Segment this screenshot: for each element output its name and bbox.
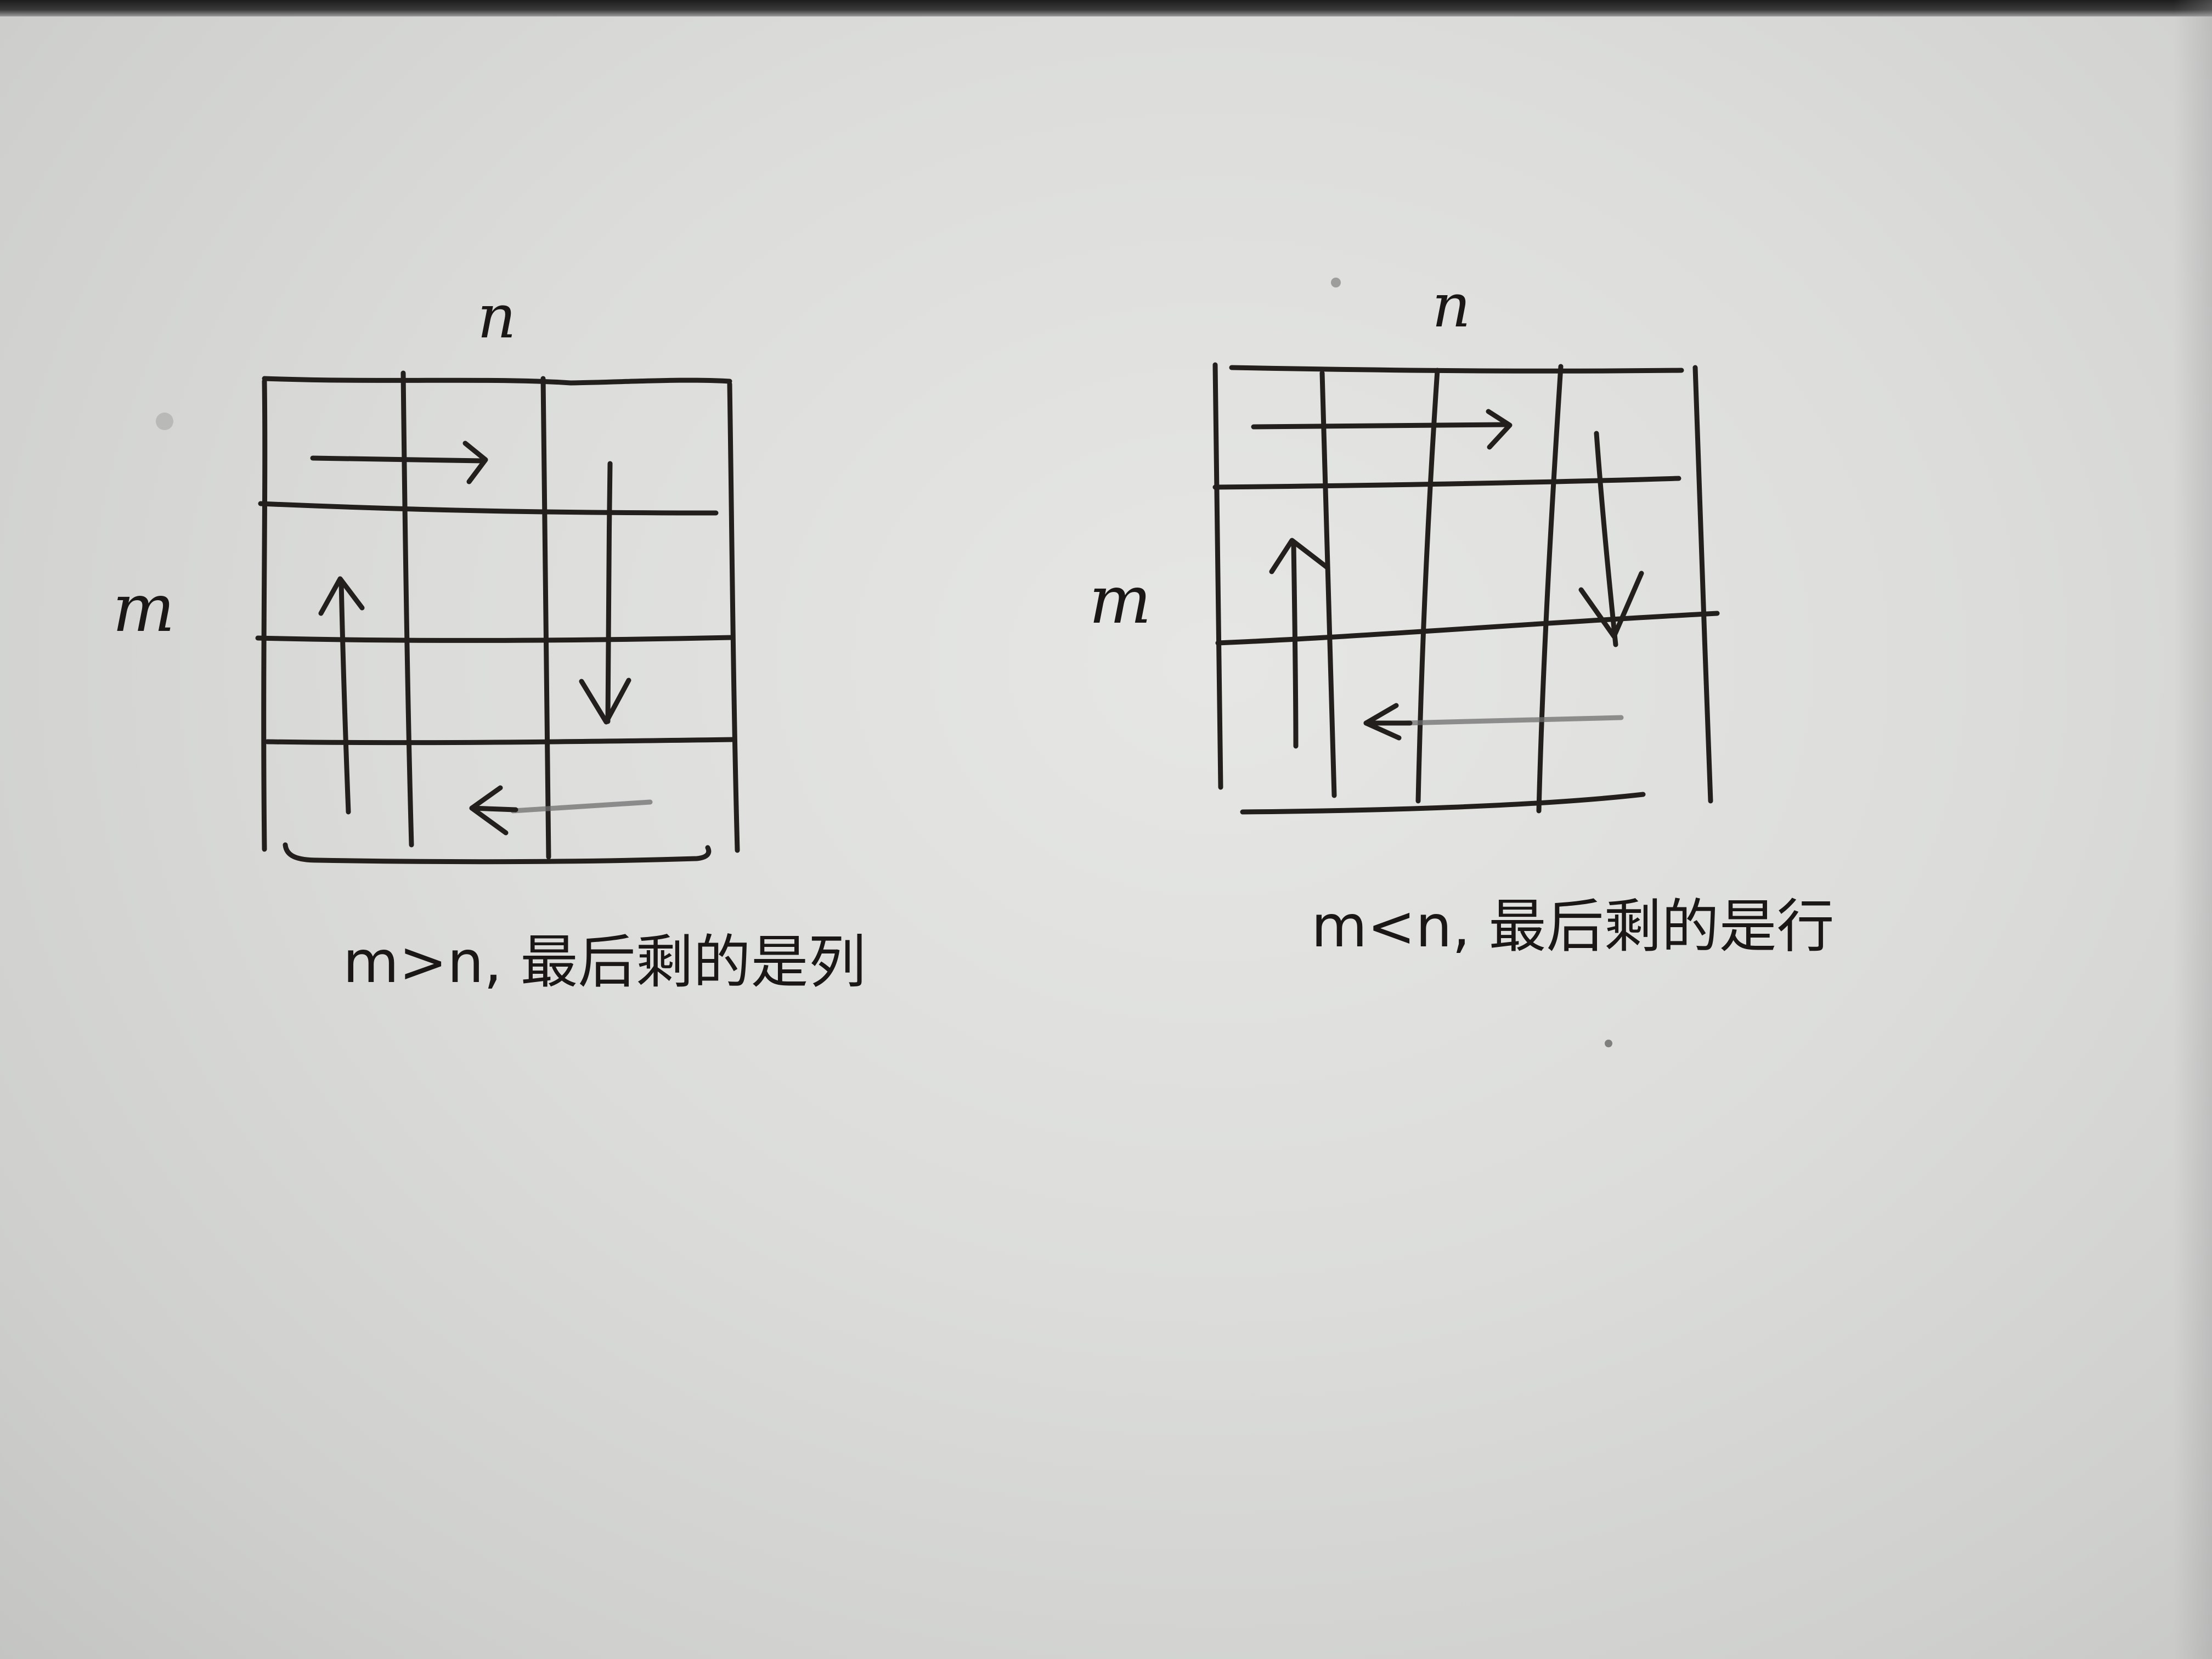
right-arrow-up-head — [1269, 538, 1330, 574]
board-speck — [1331, 278, 1341, 287]
left-grid-bottom-bracket — [283, 842, 712, 865]
left-grid-row-line-1 — [258, 501, 719, 516]
board-top-frame — [0, 0, 2212, 16]
left-arrow-left-faded — [510, 799, 653, 814]
left-arrow-up — [338, 579, 351, 815]
right-arrow-down — [1594, 431, 1618, 647]
right-grid-right-border — [1692, 365, 1713, 804]
left-arrow-up-head — [318, 576, 365, 616]
left-grid-row-line-2 — [255, 635, 735, 643]
left-grid-col-line-2 — [540, 376, 551, 860]
left-grid-row-line-3 — [264, 737, 736, 746]
left-grid-left-border — [261, 379, 268, 852]
right-grid-col-line-1 — [1319, 370, 1337, 798]
right-grid-row-line-2 — [1215, 611, 1720, 646]
right-arrow-down-head — [1578, 571, 1644, 639]
left-grid — [255, 370, 740, 865]
right-caption: m<n, 最后剩的是行 — [1311, 893, 1835, 960]
right-top-label-n: n — [1432, 270, 1471, 341]
right-spiral-arrows — [1251, 409, 1644, 749]
right-grid-bottom-border — [1240, 792, 1646, 815]
right-arrow-left-head — [1363, 703, 1402, 741]
right-arrow-right — [1251, 422, 1509, 430]
right-side-label-m: m — [1089, 562, 1152, 639]
right-grid-left-border — [1212, 362, 1223, 790]
right-grid-col-line-3 — [1536, 364, 1564, 814]
left-side-label-m: m — [112, 571, 175, 647]
left-grid-right-border — [727, 381, 740, 853]
left-arrow-down-head — [579, 678, 631, 725]
right-arrow-right-head — [1486, 409, 1513, 450]
right-grid-top-border — [1229, 365, 1684, 374]
right-grid-row-line-1 — [1212, 476, 1681, 490]
board-speck — [1605, 1040, 1612, 1047]
right-grid-col-line-2 — [1415, 368, 1440, 804]
left-grid-top-border — [262, 376, 732, 386]
right-arrow-left-faded — [1402, 715, 1624, 726]
left-arrow-down — [605, 461, 613, 724]
left-arrow-left-head — [469, 785, 509, 836]
left-arrow-right — [310, 455, 486, 464]
left-arrow-left — [469, 805, 518, 812]
left-caption: m>n, 最后剩的是列 — [343, 929, 866, 996]
left-grid-col-line-1 — [400, 370, 414, 848]
left-spiral-arrows — [310, 441, 653, 836]
right-grid — [1212, 362, 1720, 815]
left-arrow-right-head — [462, 441, 488, 484]
board-right-shadow — [2174, 0, 2212, 1659]
left-top-label-n: n — [477, 281, 516, 352]
board-smudge — [156, 413, 173, 430]
right-arrow-up — [1291, 540, 1299, 749]
